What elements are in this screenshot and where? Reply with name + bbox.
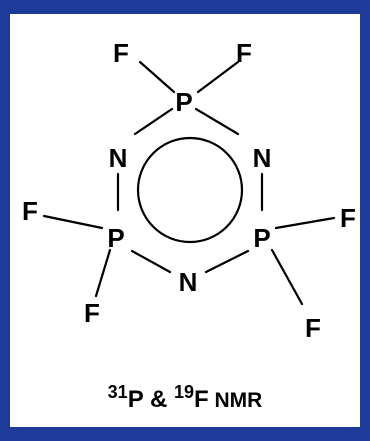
atom-n-right: N <box>253 143 272 173</box>
technique-label: NMR <box>208 389 263 412</box>
aromatic-ring-circle <box>136 136 244 244</box>
nmr-caption: 31P & 19F NMR <box>10 382 360 414</box>
bond-p-left-f-lower <box>94 248 112 298</box>
bond-p-right-f-lower <box>270 248 304 306</box>
conjunction-label: & <box>143 386 174 413</box>
element-f-label: F <box>193 386 209 413</box>
atom-f-left-upper: F <box>22 196 38 226</box>
atom-f-right-upper: F <box>340 203 356 233</box>
element-p-label: P <box>127 386 144 413</box>
atom-f-left-lower: F <box>84 298 100 328</box>
bond-p-right-f-upper <box>274 216 336 230</box>
bond-p-top-n-right <box>194 107 240 136</box>
bond-p-top-n-left <box>133 107 174 136</box>
atom-p-top: P <box>175 87 192 117</box>
bond-p-left-f-upper <box>42 214 104 230</box>
atom-n-left: N <box>109 143 128 173</box>
atom-f-right-lower: F <box>305 313 321 343</box>
slide-panel: F F P N N F P P F N F F 31P & 19F NMR <box>10 14 360 427</box>
atom-n-bottom: N <box>179 267 198 297</box>
isotope-19-label: 19 <box>173 382 194 402</box>
bond-p-top-f-top-right <box>196 60 240 94</box>
isotope-31-label: 31 <box>107 382 128 402</box>
atom-f-top-right: F <box>236 38 252 68</box>
bond-p-right-n-bottom <box>204 249 250 274</box>
hexafluorocyclotriphosphazene-structure: F F P N N F P P F N F F <box>22 38 356 343</box>
atom-p-right: P <box>253 223 270 253</box>
atom-f-top-left: F <box>113 38 129 68</box>
atom-p-left: P <box>107 223 124 253</box>
bond-p-top-f-top-left <box>138 60 176 94</box>
bond-p-left-n-bottom <box>130 249 172 274</box>
